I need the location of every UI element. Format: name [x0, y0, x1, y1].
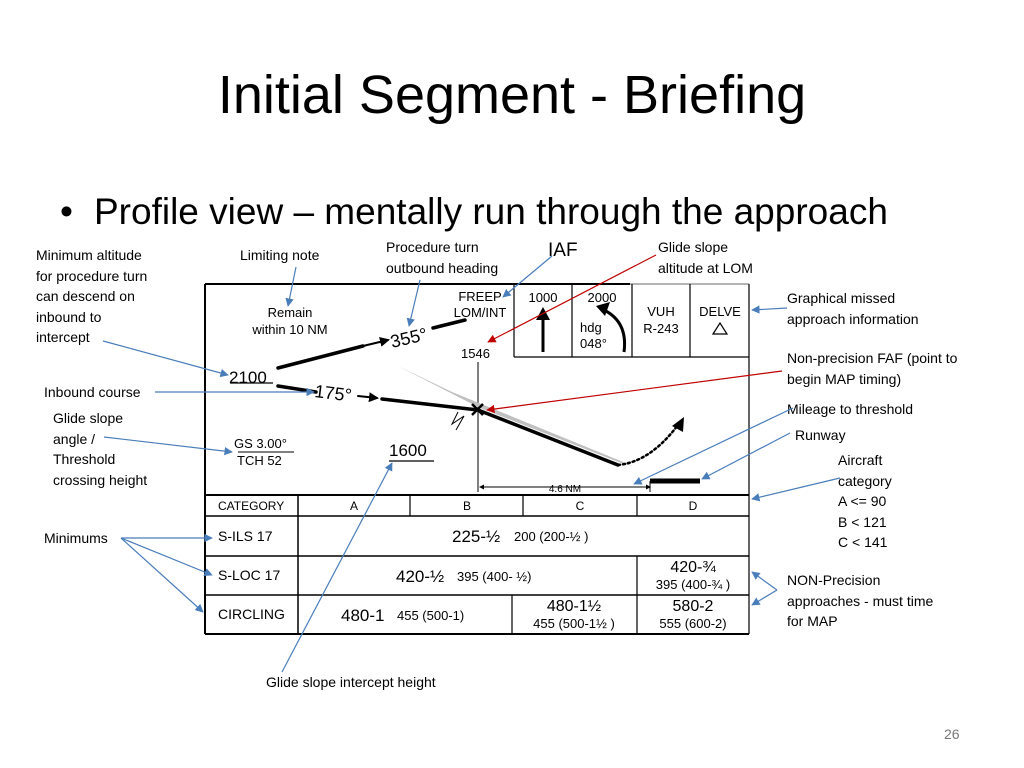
callout-arrows: [102, 255, 841, 673]
faf-cross-icon: [471, 403, 484, 416]
turn-arrow-head-icon: [596, 302, 610, 316]
page-number: 26: [944, 726, 960, 742]
bullet-item: • Profile view – mentally run through the…: [60, 190, 888, 234]
loc-d-main: 420-¾: [670, 559, 716, 576]
intercept-altitude: 1600: [389, 441, 427, 460]
loc-ab-main: 420-½: [396, 567, 444, 586]
missed-approach-boxes: [513, 284, 749, 358]
callout-arrows-red: [486, 254, 783, 414]
circling-d-sub: 555 (600-2): [659, 616, 726, 631]
fix-name-line2: LOM/INT: [454, 305, 507, 320]
missed-climb2: 2000: [588, 290, 617, 305]
bullet-dot: •: [60, 191, 73, 232]
missed-climb1: 1000: [529, 290, 558, 305]
circling-ab-sub: 455 (500-1): [397, 608, 464, 623]
loc-ab-sub: 395 (400- ½): [457, 569, 531, 584]
callout-mileage: Mileage to threshold: [787, 401, 914, 417]
circling-d-main: 580-2: [673, 598, 714, 615]
missed-path-arrow-icon: [672, 417, 684, 432]
ils-main: 225-½: [452, 527, 500, 546]
table-header-c: C: [576, 499, 585, 513]
loc-d-sub: 395 (400-¾ ): [656, 577, 730, 592]
gs-angle-value: GS 3.00°: [234, 436, 287, 451]
turn-arrow-icon: [603, 308, 627, 353]
missed-radial: R-243: [643, 321, 678, 336]
pt-altitude: 2100: [229, 368, 267, 387]
table-header-d: D: [689, 499, 698, 513]
table-header-b: B: [463, 499, 471, 513]
missed-holding-fix: DELVE: [699, 304, 741, 319]
holding-fix-triangle-icon: [711, 321, 729, 335]
callout-limiting-note: Limiting note: [240, 247, 320, 263]
table-header-category: CATEGORY: [218, 499, 284, 513]
ils-row-name: S-ILS 17: [218, 528, 273, 544]
remain-line1: Remain: [268, 305, 313, 320]
callout-gs-intercept: Glide slope intercept height: [266, 674, 436, 690]
callout-runway: Runway: [795, 427, 846, 443]
missed-hdg-value: 048°: [580, 336, 607, 351]
circling-ab-main: 480-1: [341, 606, 384, 625]
glide-slope-wedge: [398, 366, 633, 466]
circling-c-sub: 455 (500-1½ ): [533, 616, 615, 631]
bullet-text: Profile view – mentally run through the …: [94, 191, 888, 232]
callout-iaf: IAF: [548, 240, 578, 261]
outbound-heading: 355°: [388, 324, 429, 352]
tch-value: TCH 52: [237, 453, 282, 468]
distance-value: 4.6 NM: [549, 484, 581, 495]
circling-row-name: CIRCLING: [218, 606, 285, 622]
callout-minimums: Minimums: [44, 530, 108, 546]
remain-line2: within 10 NM: [251, 322, 327, 337]
fix-name-line1: FREEP: [458, 289, 501, 304]
circling-c-main: 480-1½: [547, 598, 601, 615]
lom-altitude: 1546: [461, 346, 490, 361]
ils-sub: 200 (200-½ ): [514, 529, 588, 544]
minimums-table-grid: [205, 494, 749, 634]
callout-inbound-course: Inbound course: [44, 384, 141, 400]
lightning-icon: [450, 411, 465, 431]
missed-hdg-label: hdg: [580, 320, 602, 335]
inbound-heading: 175°: [314, 381, 353, 405]
slide-title: Initial Segment - Briefing: [217, 65, 807, 125]
table-header-a: A: [350, 499, 358, 513]
loc-row-name: S-LOC 17: [218, 567, 280, 583]
missed-vor: VUH: [647, 304, 674, 319]
